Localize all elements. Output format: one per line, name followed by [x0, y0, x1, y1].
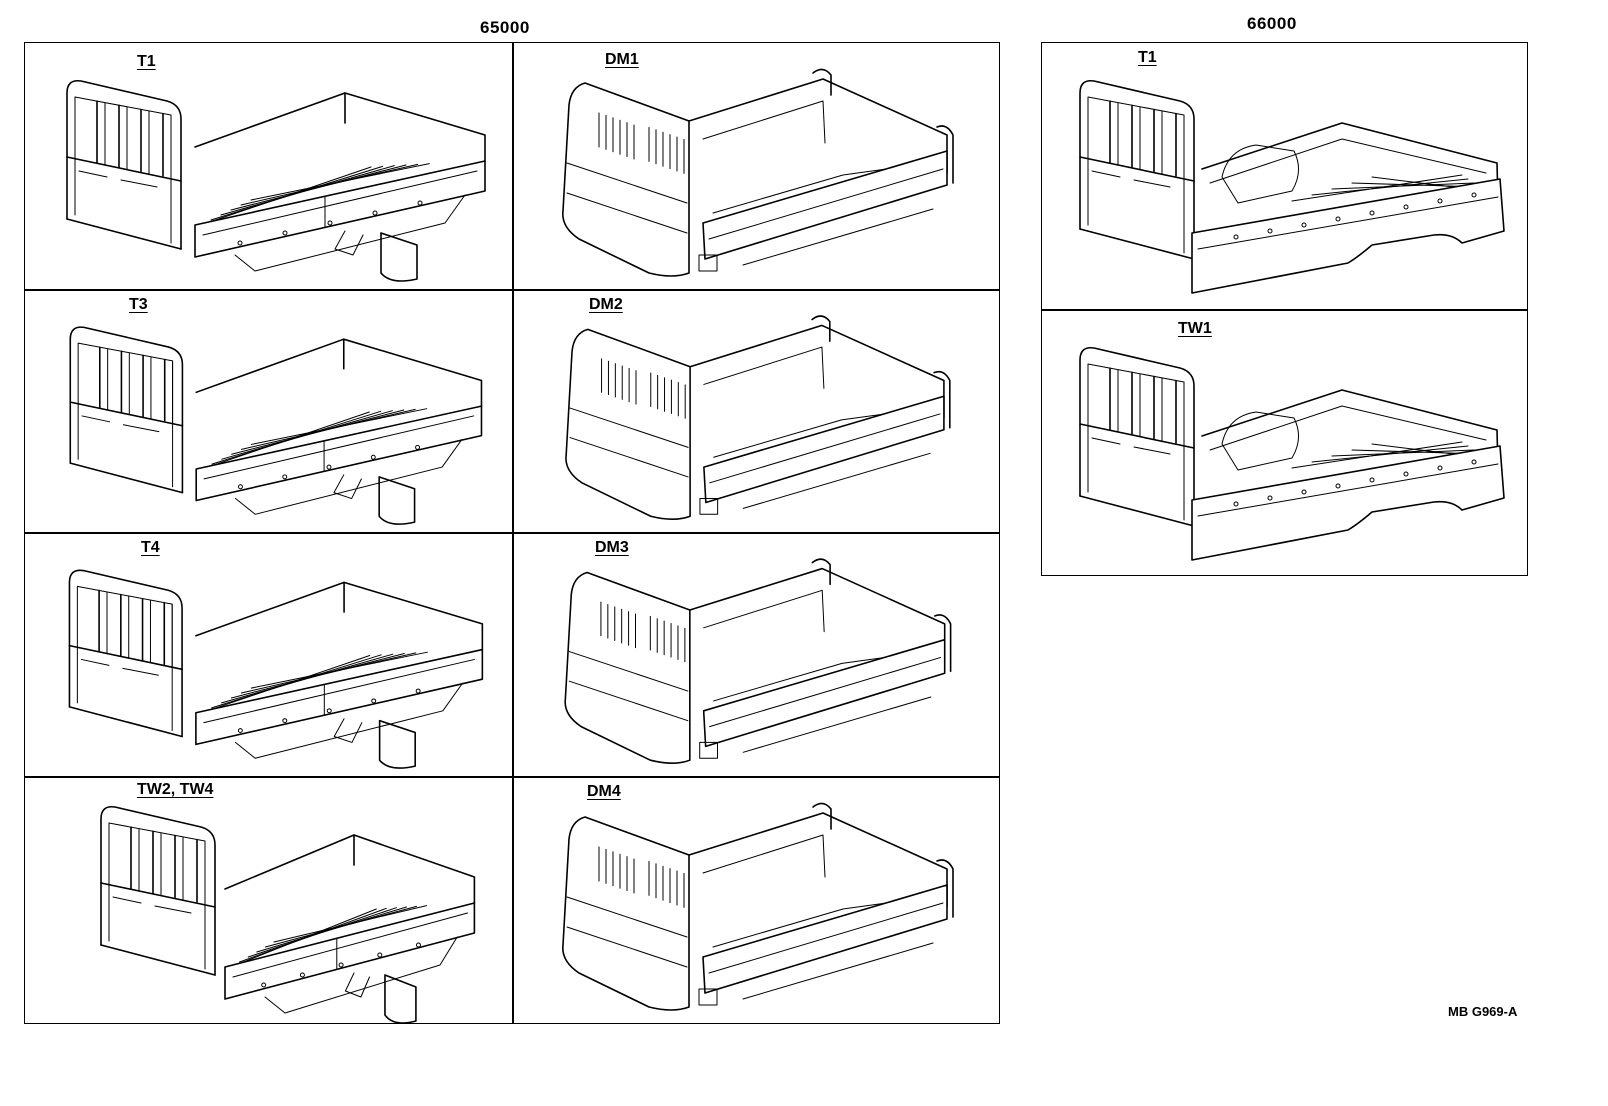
- dump-side: [688, 78, 948, 174]
- cell-tw1: TW1: [1042, 310, 1529, 576]
- dump-headboard: [562, 82, 690, 277]
- headboard-frame: [1079, 79, 1195, 260]
- cell-label: T1: [137, 53, 156, 70]
- cell-label: T4: [141, 539, 160, 556]
- side-wall: [195, 338, 345, 394]
- dump-drawing: [564, 558, 952, 764]
- mud-flap: [380, 232, 418, 282]
- mud-flap: [378, 719, 416, 769]
- cell-label: DM2: [589, 296, 623, 313]
- flatbed-drawing: [100, 805, 476, 1023]
- mud-flap: [378, 476, 416, 525]
- tub-side: [1191, 178, 1505, 294]
- headboard-frame: [1079, 346, 1195, 527]
- dump-tailgate: [703, 395, 945, 504]
- cell-tw2-tw4: TW2, TW4: [25, 777, 512, 1023]
- dump-headboard: [564, 571, 691, 764]
- group-heading-65000: 65000: [480, 18, 530, 37]
- drop-side: [194, 160, 486, 258]
- headboard-frame: [68, 569, 183, 738]
- cell-t3: T3: [25, 290, 512, 532]
- dump-side: [689, 324, 945, 419]
- flatbed-drawing: [66, 79, 486, 282]
- cell-label: T1: [1138, 49, 1157, 66]
- headboard-frame: [66, 79, 182, 250]
- dump-tailgate: [702, 638, 946, 748]
- dump-side: [689, 567, 946, 663]
- cell-dm3: DM3: [513, 533, 1001, 776]
- drop-side: [224, 902, 476, 1000]
- cell-label: TW1: [1178, 320, 1212, 337]
- drop-side: [195, 648, 484, 746]
- cell-label: DM4: [587, 783, 621, 800]
- headboard-frame: [100, 805, 216, 976]
- dump-drawing: [565, 315, 951, 520]
- reference-code: MB G969-A: [1448, 1004, 1518, 1019]
- headboard-frame: [69, 326, 184, 494]
- tub-side: [1191, 445, 1505, 561]
- cell-label: TW2, TW4: [137, 781, 214, 798]
- dump-headboard: [565, 328, 691, 520]
- cell-dm1: DM1: [513, 43, 1001, 289]
- flatbed-drawing: [68, 569, 484, 769]
- wellside-drawing: [1079, 346, 1505, 561]
- dump-headboard: [562, 816, 690, 1011]
- dump-drawing: [562, 68, 954, 277]
- wellside-drawing: [1079, 79, 1505, 294]
- cell-dm2: DM2: [513, 290, 1001, 532]
- dump-tailgate: [702, 884, 948, 994]
- panel-65000: T1 DM1 T3 DM2 T4 DM3 TW2, TW4 DM4: [24, 42, 1000, 1024]
- dump-side: [688, 812, 948, 908]
- flatbed-drawing: [69, 326, 483, 525]
- cell-label: DM3: [595, 539, 629, 556]
- cell-label: T3: [129, 296, 148, 313]
- mud-flap: [384, 974, 417, 1023]
- side-wall: [224, 834, 355, 890]
- drop-side: [195, 405, 483, 502]
- dump-tailgate: [702, 150, 948, 260]
- cell-t1-65000: T1: [25, 43, 512, 289]
- cell-t1-66000: T1: [1042, 43, 1529, 309]
- cell-t4: T4: [25, 533, 512, 776]
- panel-66000: T1 TW1: [1041, 42, 1528, 576]
- cell-dm4: DM4: [513, 777, 1001, 1023]
- cell-label: DM1: [605, 51, 639, 68]
- side-wall: [194, 92, 346, 148]
- side-wall: [195, 581, 345, 637]
- group-heading-66000: 66000: [1247, 14, 1297, 33]
- dump-drawing: [562, 802, 954, 1011]
